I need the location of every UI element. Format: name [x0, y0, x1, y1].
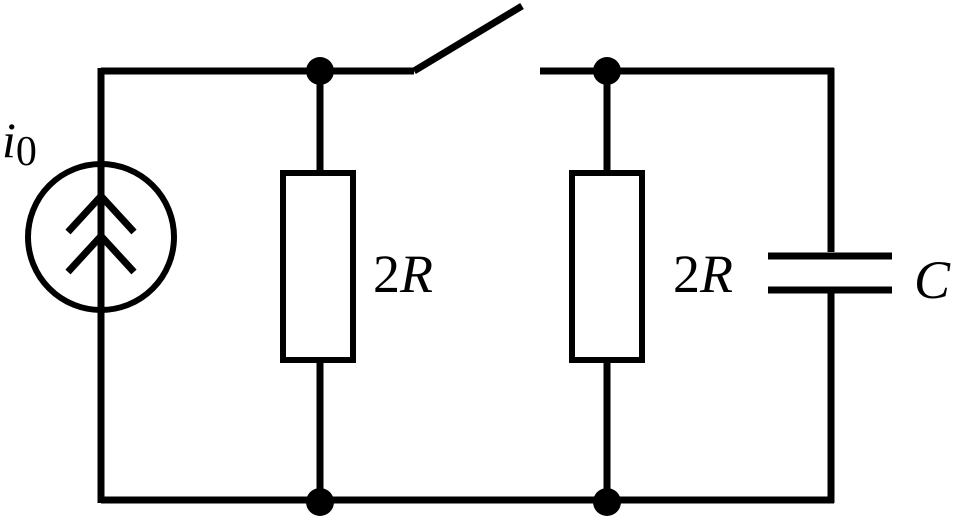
resistor-left [280, 170, 356, 363]
label-source-current: i0 [2, 112, 37, 175]
label-source-current-subscript: 0 [16, 129, 37, 175]
junction-top-right [593, 57, 621, 85]
resistor-right [569, 170, 645, 363]
label-resistor-right: 2R [673, 244, 733, 304]
current-source [25, 161, 177, 313]
switch-blade [412, 3, 524, 74]
double-chevron-up-icon [65, 190, 137, 275]
label-capacitor: C [914, 250, 951, 310]
label-resistor-left: 2R [373, 244, 433, 304]
label-resistor-right-coefficient: 2 [673, 244, 700, 304]
junction-bottom-right [593, 488, 621, 516]
label-source-current-symbol: i [2, 112, 16, 168]
label-resistor-left-coefficient: 2 [373, 244, 400, 304]
label-resistor-right-symbol: R [699, 244, 733, 304]
junction-top-left [306, 57, 334, 85]
label-resistor-left-symbol: R [399, 244, 433, 304]
junction-bottom-left [306, 488, 334, 516]
